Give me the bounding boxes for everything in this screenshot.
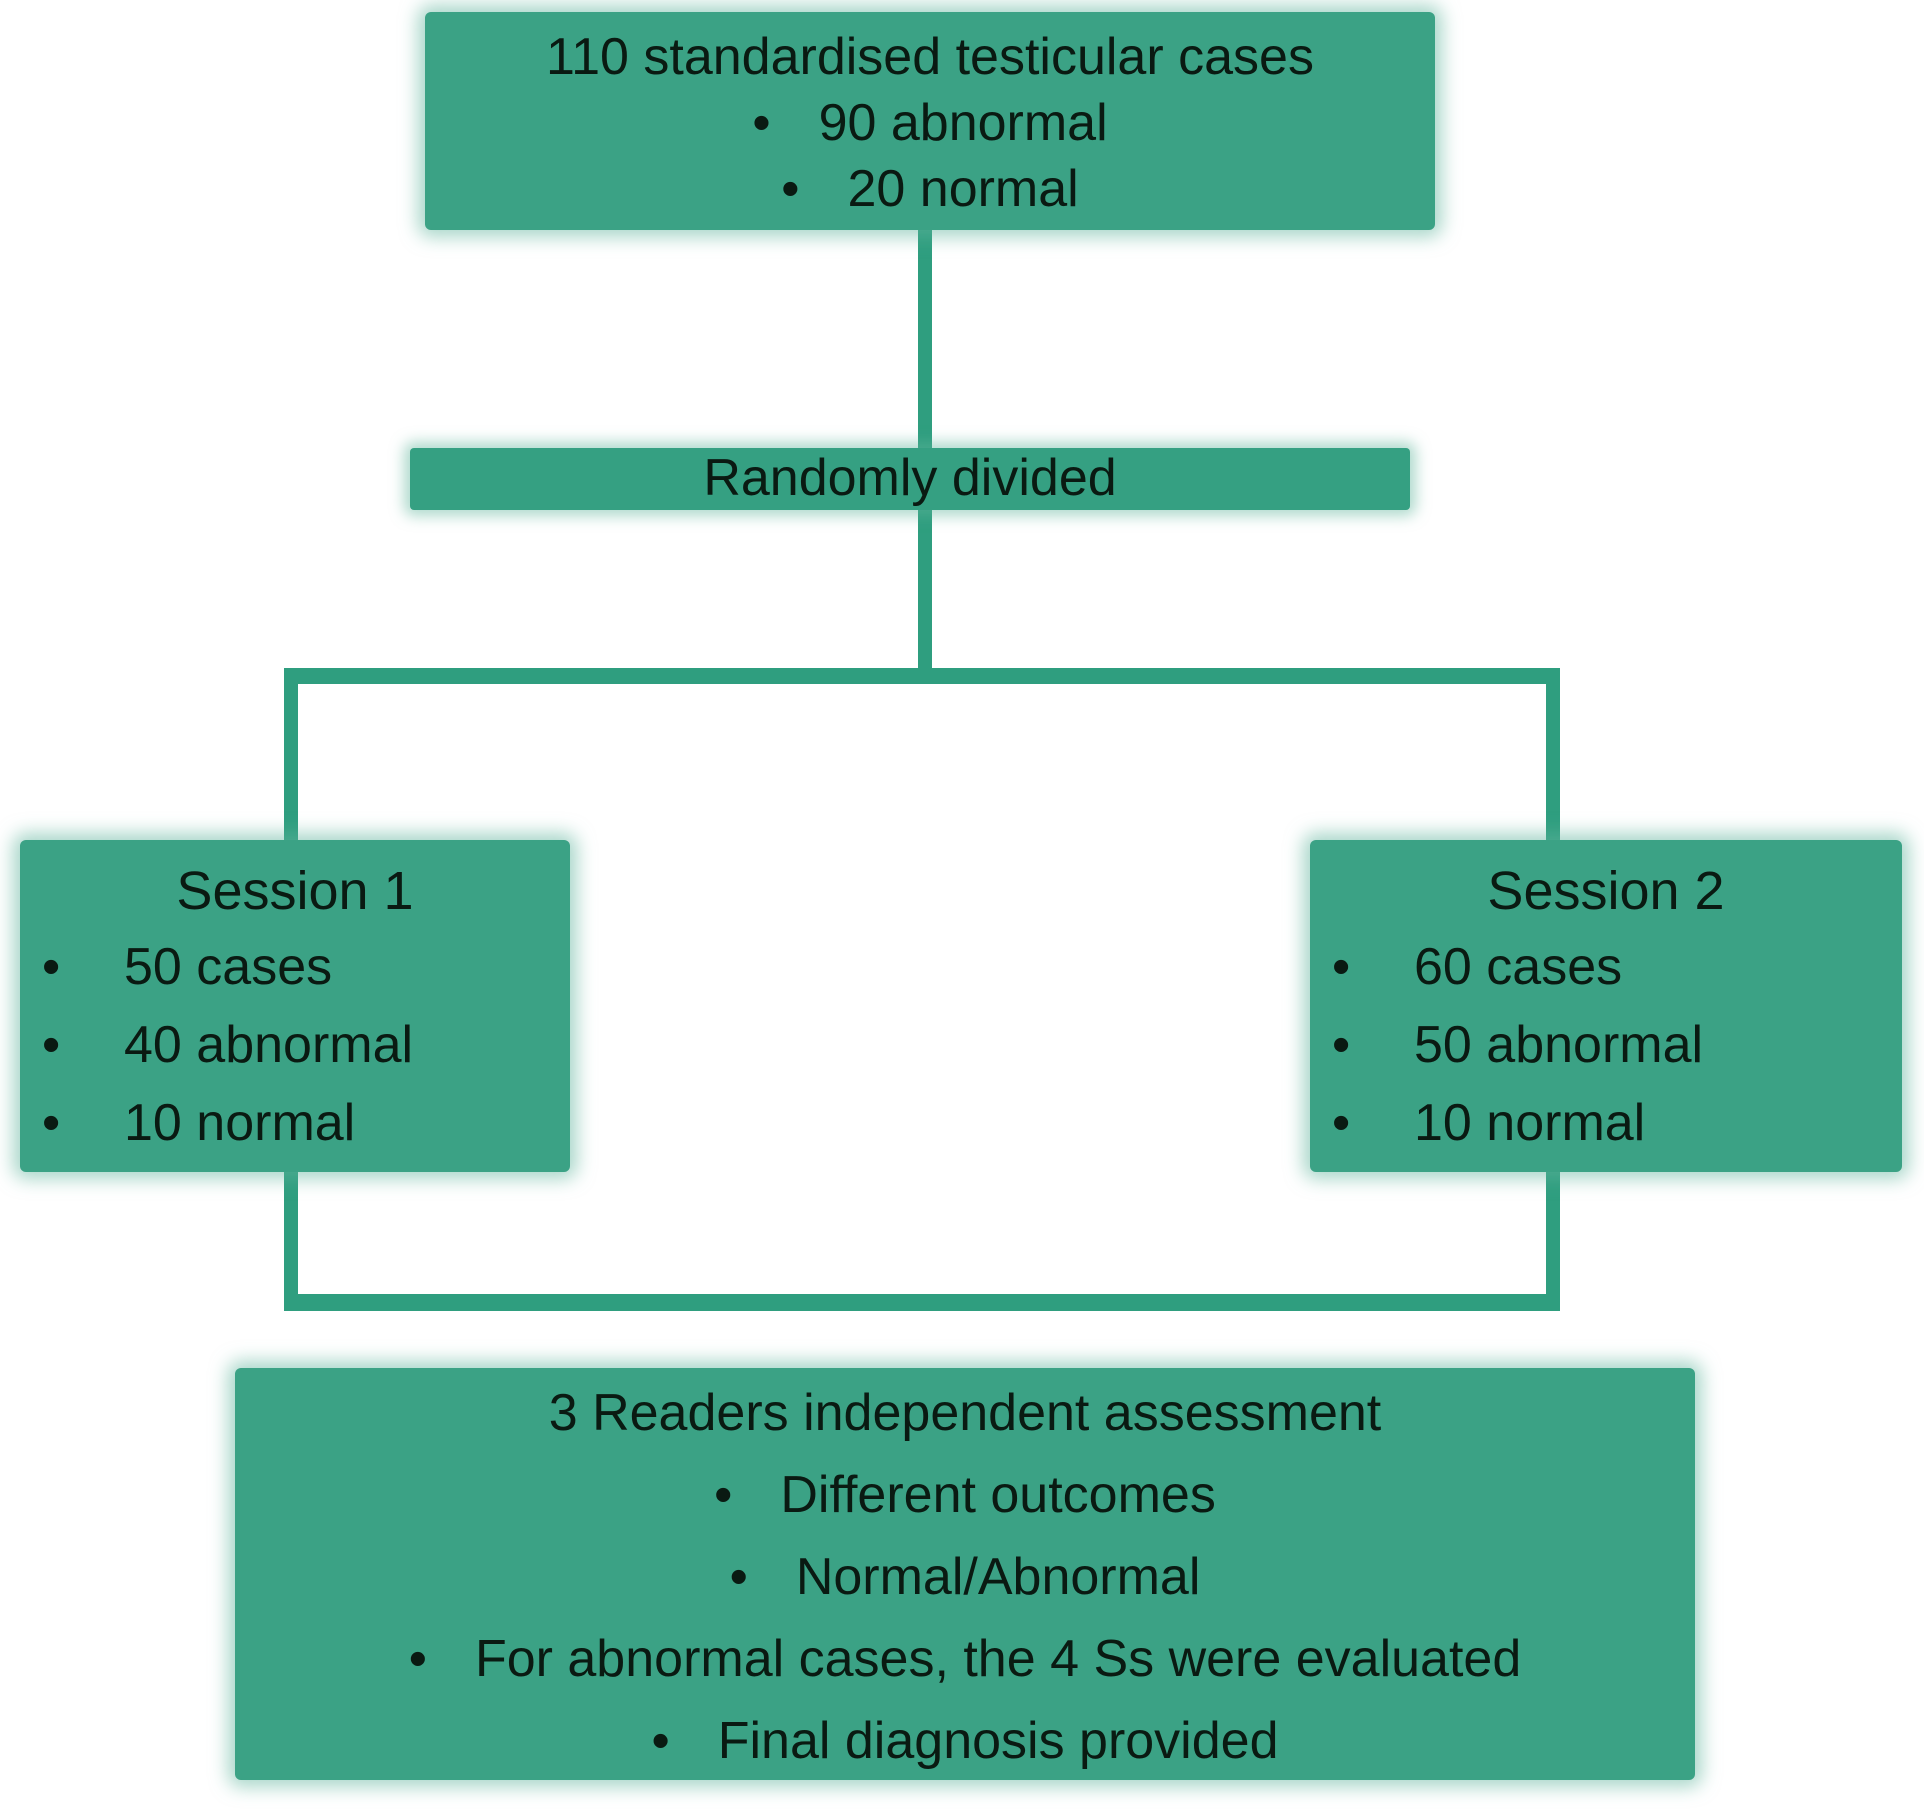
session2-title: Session 2 bbox=[1487, 861, 1725, 921]
cases-overview-list: 90 abnormal 20 normal bbox=[425, 90, 1435, 222]
assessment-box: 3 Readers independent assessment Differe… bbox=[235, 1368, 1695, 1780]
session2-list: 60 cases 50 abnormal 10 normal bbox=[1310, 928, 1902, 1162]
cases-overview-box: 110 standardised testicular cases 90 abn… bbox=[425, 12, 1435, 230]
connector-branch-horizontal bbox=[284, 668, 1560, 684]
connector-left-lower-vertical bbox=[284, 1160, 298, 1308]
randomly-divided-bar: Randomly divided bbox=[410, 448, 1410, 510]
list-item: 60 cases bbox=[1332, 928, 1902, 1006]
list-item: 40 abnormal bbox=[42, 1006, 570, 1084]
list-item: Final diagnosis provided bbox=[235, 1700, 1695, 1782]
list-item: 10 normal bbox=[42, 1084, 570, 1162]
session1-title: Session 1 bbox=[176, 861, 414, 921]
list-item: 50 cases bbox=[42, 928, 570, 1006]
connector-right-lower-vertical bbox=[1546, 1160, 1560, 1308]
session1-list: 50 cases 40 abnormal 10 normal bbox=[20, 928, 570, 1162]
connector-left-down-vertical bbox=[284, 668, 298, 853]
list-item: Different outcomes bbox=[235, 1454, 1695, 1536]
connector-merge-horizontal bbox=[284, 1294, 1560, 1311]
list-item: For abnormal cases, the 4 Ss were evalua… bbox=[235, 1618, 1695, 1700]
session2-box: Session 2 60 cases 50 abnormal 10 normal bbox=[1310, 840, 1902, 1172]
list-item: Normal/Abnormal bbox=[235, 1536, 1695, 1618]
assessment-list: Different outcomes Normal/Abnormal For a… bbox=[235, 1454, 1695, 1782]
connector-right-down-vertical bbox=[1546, 668, 1560, 853]
list-item: 50 abnormal bbox=[1332, 1006, 1902, 1084]
list-item: 10 normal bbox=[1332, 1084, 1902, 1162]
randomly-divided-label: Randomly divided bbox=[703, 449, 1117, 507]
assessment-title: 3 Readers independent assessment bbox=[548, 1384, 1382, 1442]
list-item: 20 normal bbox=[425, 156, 1435, 222]
cases-overview-title: 110 standardised testicular cases bbox=[546, 28, 1314, 86]
connector-top-vertical bbox=[918, 225, 932, 460]
list-item: 90 abnormal bbox=[425, 90, 1435, 156]
session1-box: Session 1 50 cases 40 abnormal 10 normal bbox=[20, 840, 570, 1172]
connector-mid-vertical bbox=[918, 505, 932, 680]
